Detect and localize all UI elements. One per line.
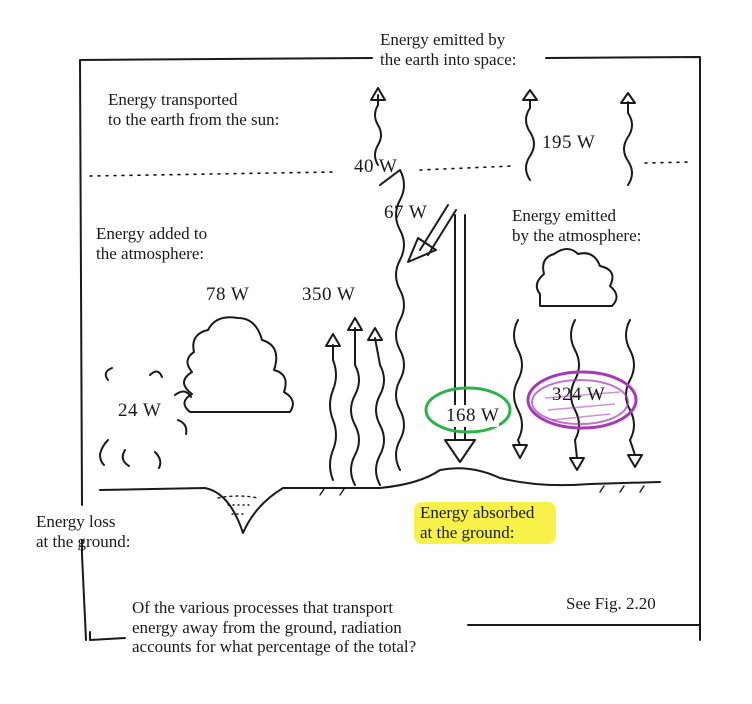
- back-rad-arrow-3: [625, 319, 636, 456]
- frame-border: [79, 56, 701, 641]
- ir-arrow-1: [329, 344, 337, 481]
- value-67w: 67 W: [384, 202, 428, 223]
- label-added-to-atmosphere: Energy added to the atmosphere:: [96, 224, 208, 263]
- value-168w: 168 W: [446, 405, 500, 427]
- green-circle-168: [424, 386, 512, 434]
- see-fig-reference: See Fig. 2.20: [566, 594, 656, 613]
- ground-surface: [99, 467, 661, 534]
- space-arrow-40: [374, 94, 382, 166]
- value-24w: 24 W: [118, 400, 162, 421]
- highlight-absorbed: [414, 502, 556, 544]
- cloud-atmosphere: [535, 248, 618, 307]
- question-text: Of the various processes that transport …: [132, 598, 417, 657]
- label-emitted-to-space: Energy emitted by the earth into space:: [380, 30, 517, 69]
- ir-arrow-2: [350, 327, 360, 486]
- label-from-sun: Energy transported to the earth from the…: [108, 90, 280, 129]
- ir-to-space-arrow: [379, 169, 405, 471]
- space-arrow-195-right: [623, 101, 633, 186]
- value-195w: 195 W: [542, 132, 596, 153]
- value-350w: 350 W: [302, 284, 356, 305]
- value-324w: 324 W: [552, 384, 606, 405]
- label-loss-at-ground: Energy loss at the ground:: [36, 512, 131, 551]
- back-rad-arrow-1: [513, 319, 523, 446]
- value-40w: 40 W: [354, 156, 398, 177]
- purple-scribble-324: [526, 370, 638, 430]
- sensible-heat-arrows: [99, 367, 192, 469]
- top-of-atmosphere-line: [89, 161, 691, 177]
- cloud-latent: [183, 316, 294, 413]
- ir-arrow-3: [374, 337, 385, 486]
- value-78w: 78 W: [206, 284, 250, 305]
- space-arrow-195-left: [525, 99, 535, 181]
- label-emitted-by-atmosphere: Energy emitted by the atmosphere:: [512, 206, 642, 245]
- label-absorbed-at-ground: Energy absorbed at the ground:: [420, 503, 535, 542]
- solar-to-ground-arrow: [454, 214, 466, 441]
